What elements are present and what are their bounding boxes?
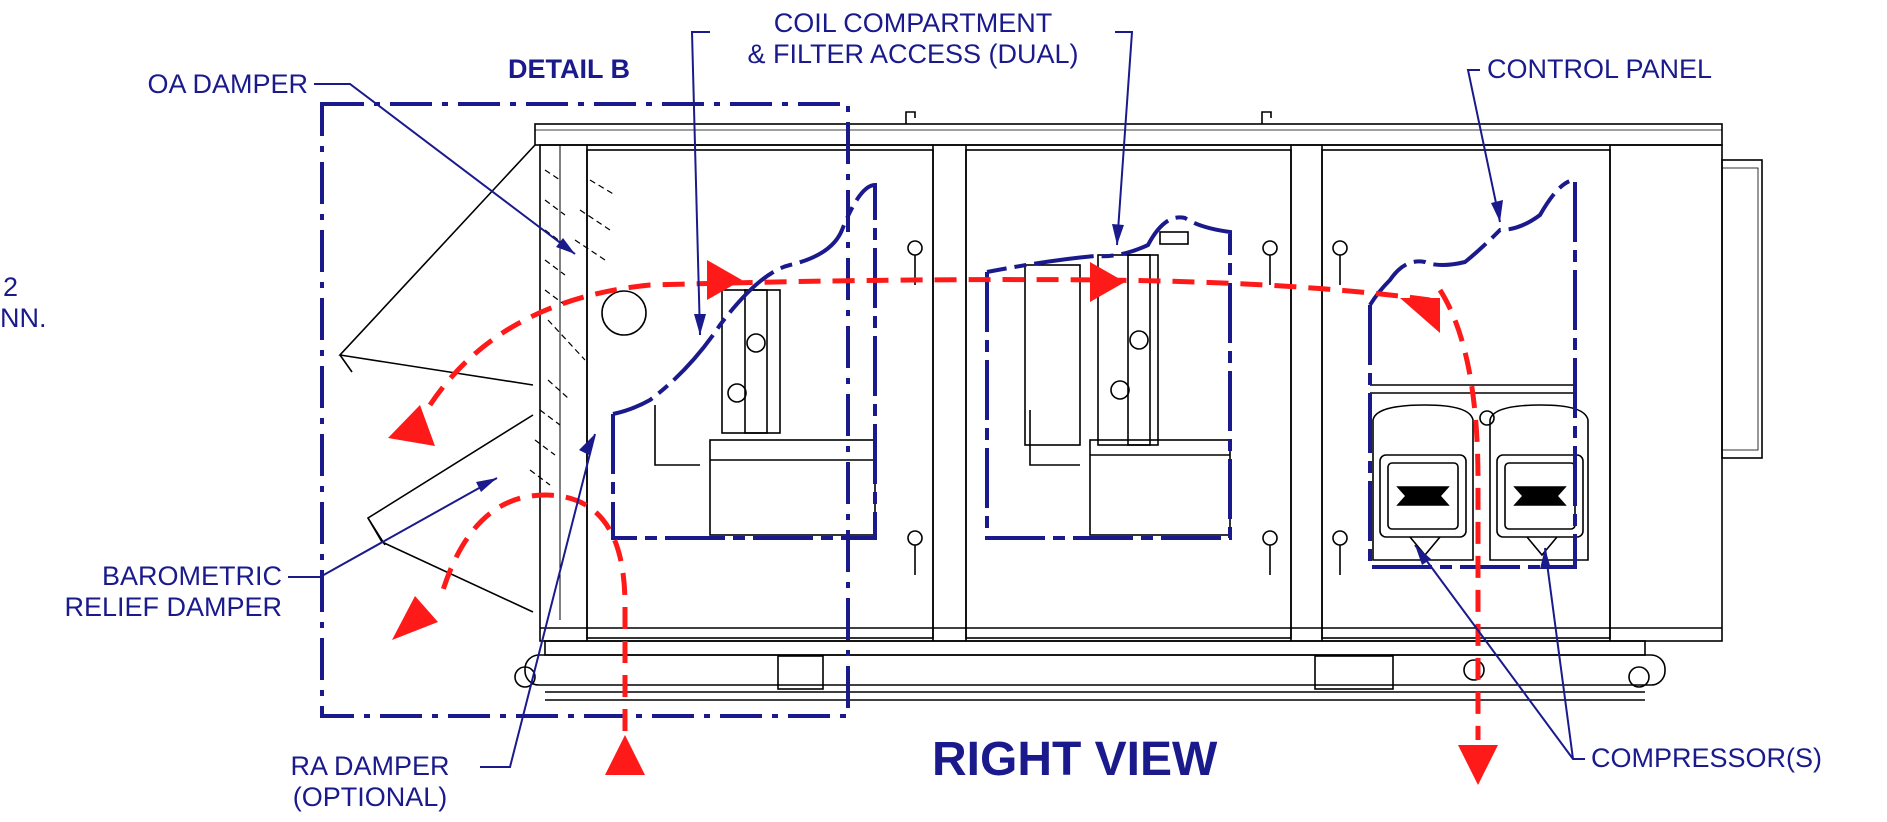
ra-damper-label: RA DAMPER (OPTIONAL) (265, 751, 475, 813)
coil-compartment-label-line1: COIL COMPARTMENT (773, 8, 1053, 38)
airflow-arrowheads (388, 260, 1498, 785)
control-panel-label: CONTROL PANEL (1487, 54, 1713, 84)
relief-air-path-upper (437, 492, 628, 765)
leader-coil-compartment (690, 31, 710, 336)
supply-air-path (427, 277, 1431, 407)
barometric-relief-damper-label: BAROMETRIC RELIEF DAMPER (20, 561, 282, 623)
leader-oa-damper (314, 83, 576, 255)
leader-barometric (288, 477, 498, 578)
airflow-arrowhead (1458, 745, 1498, 785)
unit-outline (338, 111, 1763, 701)
left-partial-label: 2 (0, 272, 18, 303)
leader-ra-damper (480, 433, 596, 768)
compressors-label: COMPRESSOR(S) (1591, 743, 1823, 773)
return-air-path (1437, 288, 1481, 740)
left-partial-label-2: NN. (0, 303, 47, 333)
airflow-arrowhead (1090, 262, 1125, 302)
leader-lines (288, 31, 1585, 768)
left-partial-label-line1: 2 (2, 272, 18, 302)
compressor-left (1372, 404, 1474, 561)
view-title: RIGHT VIEW (932, 733, 1218, 786)
airflow-arrowhead (1400, 298, 1440, 333)
detail-b-label: DETAIL B (508, 54, 631, 84)
barometric-label-line1: BAROMETRIC (101, 561, 282, 591)
barometric-label-line2: RELIEF DAMPER (64, 592, 282, 622)
cutaway-outlines (611, 177, 1577, 569)
airflow-arrowhead (707, 260, 742, 300)
ra-damper-label-line2: (OPTIONAL) (292, 782, 448, 812)
leader-coil-compartment-2 (1115, 31, 1134, 246)
airflow-arrowhead (392, 596, 438, 640)
oa-damper-label: OA DAMPER (147, 69, 308, 99)
airflow-paths (427, 277, 1481, 765)
leader-control-panel (1466, 69, 1501, 223)
ra-damper-label-line1: RA DAMPER (290, 751, 450, 781)
coil-compartment-label-line2: & FILTER ACCESS (DUAL) (747, 39, 1079, 69)
airflow-arrowhead (605, 735, 645, 775)
detail-b-boundary (320, 102, 850, 718)
airflow-arrowhead (388, 405, 435, 446)
coil-compartment-label: COIL COMPARTMENT & FILTER ACCESS (DUAL) (708, 8, 1118, 70)
compressor-right (1479, 404, 1589, 561)
